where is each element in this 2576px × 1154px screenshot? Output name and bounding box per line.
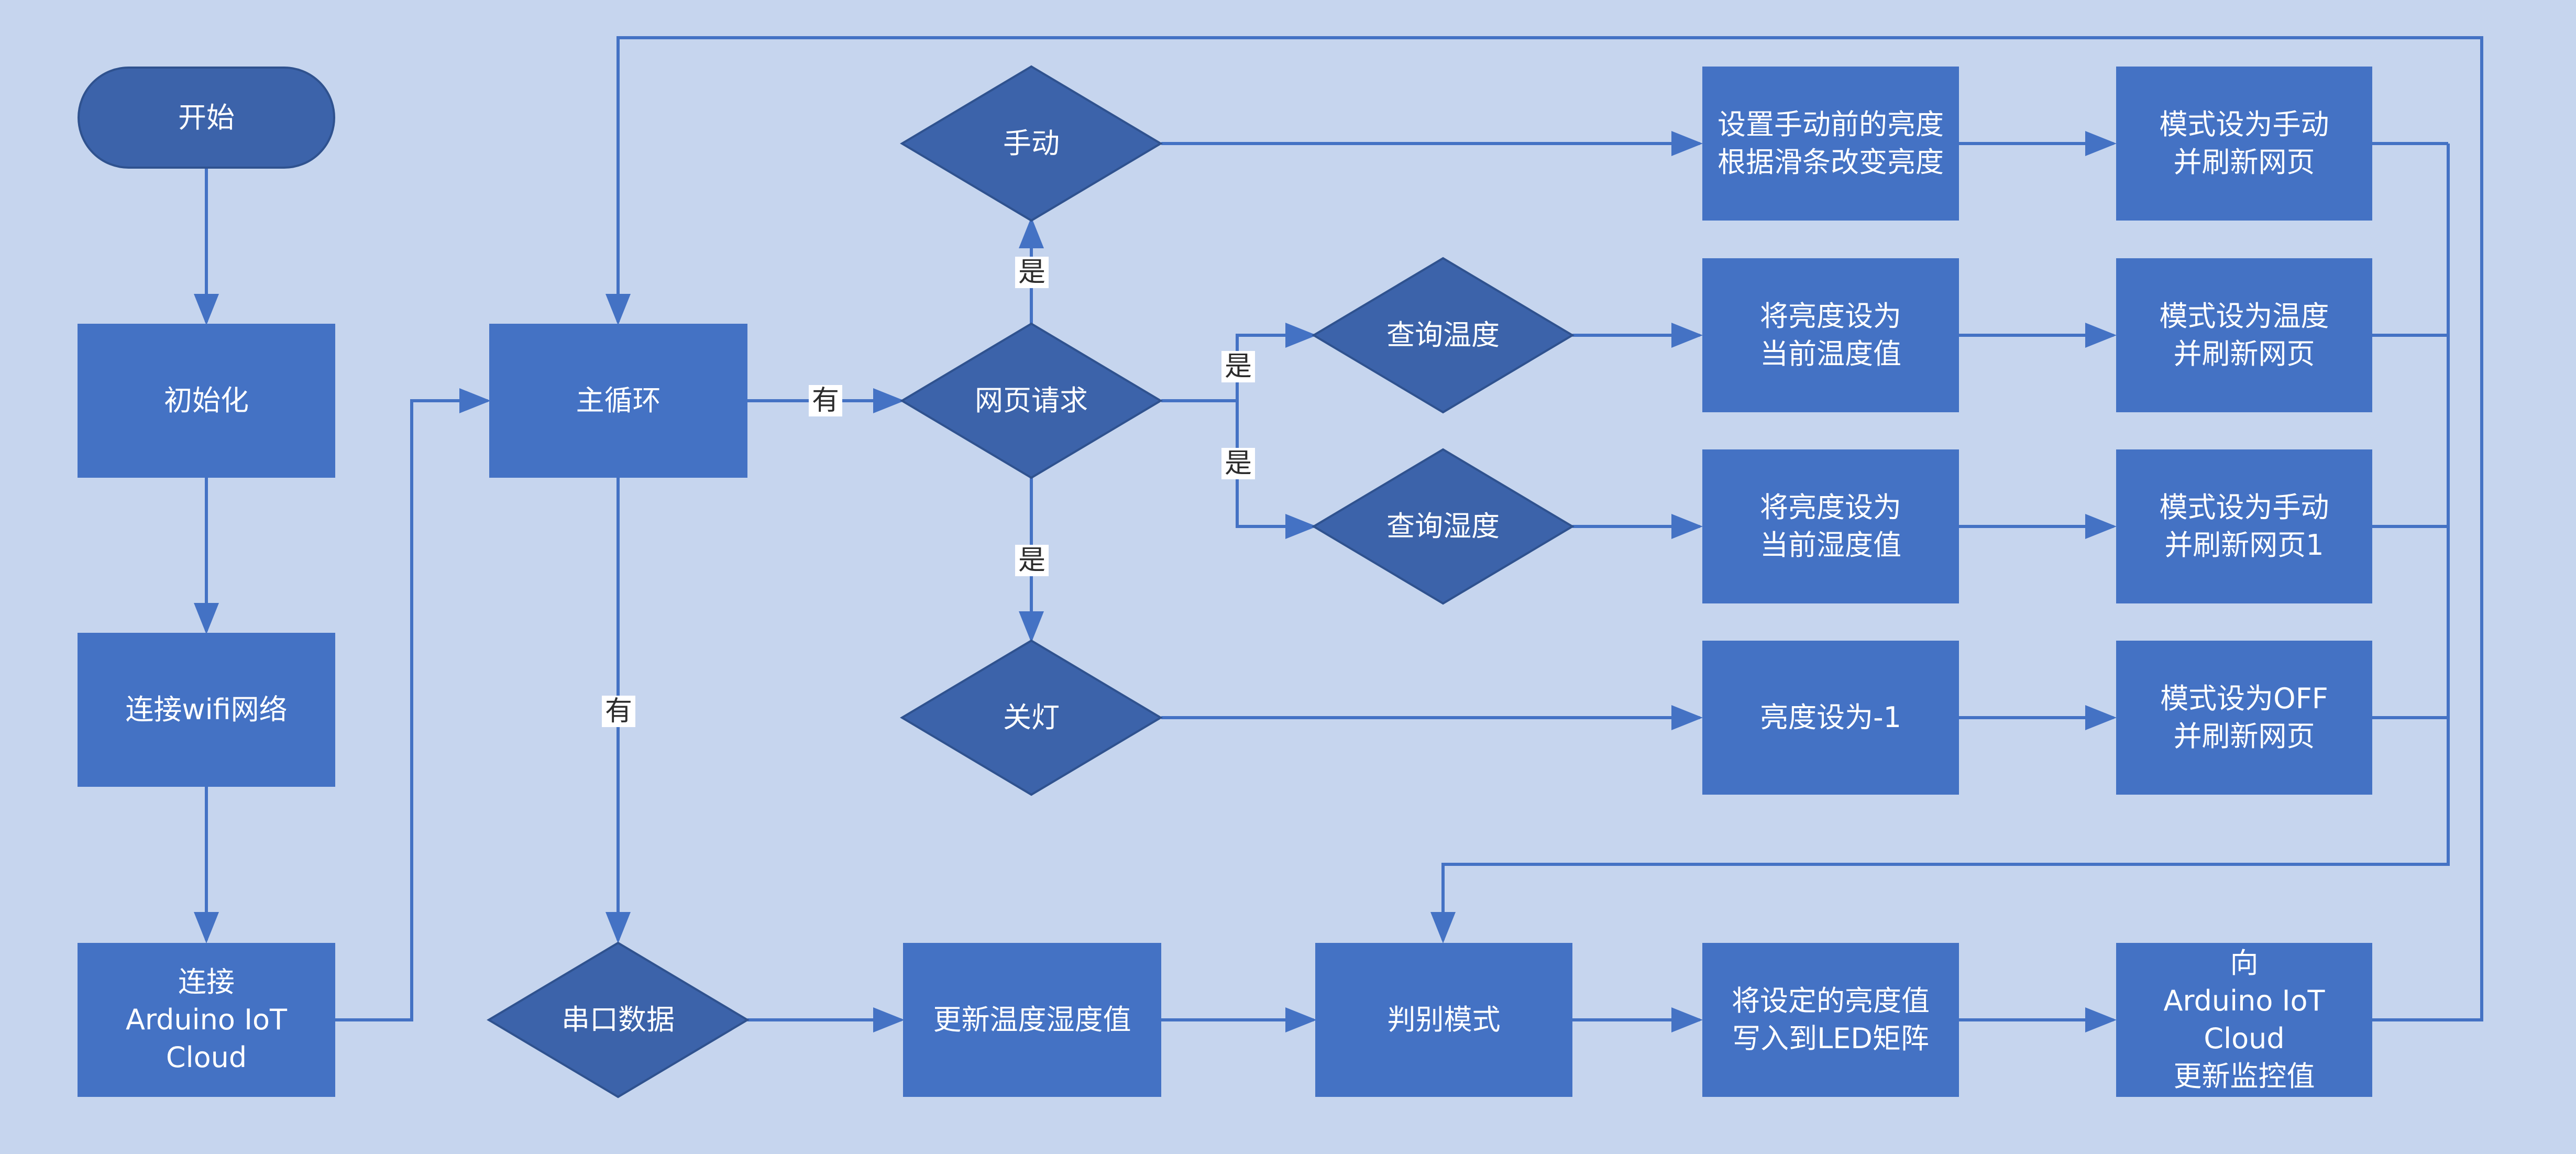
decision-web-request-shape — [900, 322, 1163, 479]
edge-loop-back — [606, 36, 2483, 1021]
update-cloud-box: 向 Arduino IoT Cloud 更新监控值 — [2116, 943, 2372, 1097]
decision-query-temp-shape — [1312, 257, 1575, 414]
edge-collector-bus — [1443, 142, 2450, 940]
write-led-box: 将设定的亮度值 写入到LED矩阵 — [1702, 943, 1959, 1097]
edge-cloud-main — [335, 388, 491, 1021]
web-request-decision: 网页请求 — [975, 384, 1088, 417]
decision-query-humidity-shape — [1312, 448, 1575, 605]
set-temp-brightness-box: 将亮度设为 当前温度值 — [1702, 258, 1959, 412]
lights-off-decision: 关灯 — [1003, 701, 1060, 734]
connect-wifi-box: 连接wifi网络 — [78, 633, 335, 787]
mode-manual1-box: 模式设为手动 并刷新网页1 — [2116, 449, 2372, 603]
query-humidity-decision: 查询湿度 — [1386, 510, 1500, 543]
edge-label-has-serial: 有 — [602, 696, 636, 727]
mode-temp-box: 模式设为温度 并刷新网页 — [2116, 258, 2372, 412]
mode-off-box: 模式设为OFF 并刷新网页 — [2116, 641, 2372, 795]
edge-label-yes-temp: 是 — [1221, 351, 1256, 382]
set-manual-brightness-box: 设置手动前的亮度 根据滑条改变亮度 — [1702, 67, 1959, 221]
init-box: 初始化 — [78, 324, 335, 478]
set-humidity-brightness-box: 将亮度设为 当前湿度值 — [1702, 449, 1959, 603]
serial-data-decision: 串口数据 — [562, 1003, 675, 1036]
decision-lights-off-shape — [900, 639, 1163, 796]
judge-mode-box: 判别模式 — [1315, 943, 1572, 1097]
manual-decision: 手动 — [1003, 127, 1060, 160]
start-terminal: 开始 — [78, 67, 335, 169]
edge-label-yes-up: 是 — [1015, 257, 1049, 288]
connect-cloud-box: 连接 Arduino IoT Cloud — [78, 943, 335, 1097]
edge-label-yes-down: 是 — [1015, 545, 1049, 576]
query-temp-decision: 查询温度 — [1386, 318, 1500, 351]
decision-serial-shape — [487, 941, 750, 1098]
decision-manual-shape — [900, 65, 1163, 222]
edge-label-has-request: 有 — [809, 385, 843, 416]
main-loop-box: 主循环 — [489, 324, 747, 478]
update-values-box: 更新温度湿度值 — [903, 943, 1161, 1097]
edge-web-qhum — [1236, 401, 1317, 539]
brightness-minus1-box: 亮度设为-1 — [1702, 641, 1959, 795]
mode-manual-box: 模式设为手动 并刷新网页 — [2116, 67, 2372, 221]
edge-label-yes-humidity: 是 — [1221, 448, 1256, 479]
